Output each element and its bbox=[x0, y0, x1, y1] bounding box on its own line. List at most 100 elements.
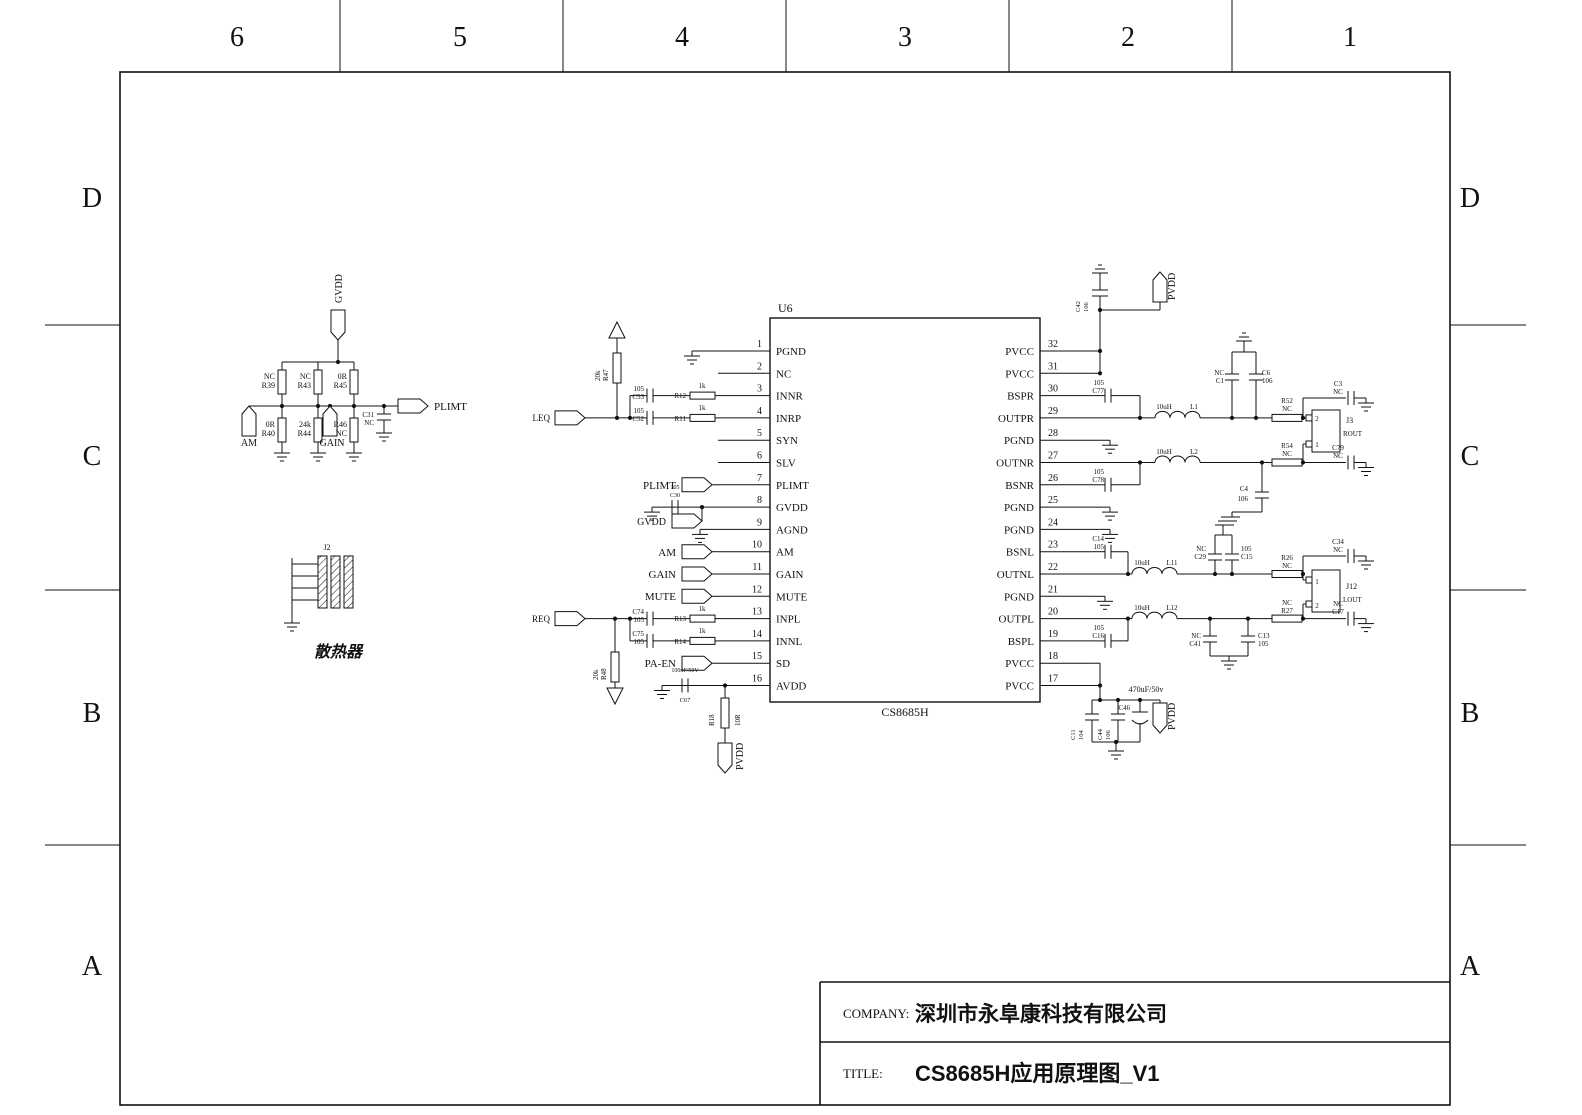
pin-name-outpl: OUTPL bbox=[999, 614, 1035, 626]
pin-number: 23 bbox=[1048, 540, 1058, 551]
schematic-label: C41 bbox=[1189, 640, 1201, 648]
pin-name-nc: NC bbox=[776, 368, 791, 380]
schematic-label: 470uF/50v bbox=[1129, 685, 1164, 694]
pin-number: 30 bbox=[1048, 384, 1058, 395]
pin-name-inrp: INRP bbox=[776, 413, 801, 425]
junction-dot bbox=[1137, 460, 1143, 465]
pin-name-pgnd: PGND bbox=[1004, 524, 1034, 536]
net-flag-icon bbox=[671, 513, 703, 529]
junction-dot bbox=[1097, 683, 1103, 688]
schematic-label: C42 bbox=[1075, 301, 1082, 312]
junction-dot bbox=[627, 616, 633, 621]
title-block: COMPANY: 深圳市永阜康科技有限公司 TITLE: CS8685H应用原理… bbox=[819, 981, 1450, 1105]
grid-column-label: 6 bbox=[230, 22, 244, 53]
schematic-label: 105 bbox=[1094, 543, 1105, 551]
component-body bbox=[612, 352, 622, 384]
junction-dot bbox=[279, 403, 285, 409]
junction-dot bbox=[1097, 348, 1103, 354]
schematic-label: NC bbox=[1282, 562, 1292, 570]
schematic-label: R12 bbox=[674, 392, 686, 400]
pin-number: 12 bbox=[752, 584, 762, 595]
component-body bbox=[1305, 414, 1313, 422]
schematic-label: C1 bbox=[1216, 377, 1225, 385]
component-body bbox=[1311, 409, 1341, 453]
junction-dot bbox=[1097, 307, 1103, 313]
schematic-label: 散热器 bbox=[314, 643, 364, 661]
schematic-label: NC bbox=[300, 372, 311, 381]
pin-number: 20 bbox=[1048, 607, 1058, 618]
schematic-label: C6 bbox=[1262, 369, 1271, 377]
pin-name-pvcc: PVCC bbox=[1005, 346, 1034, 358]
pin-name-outpr: OUTPR bbox=[998, 413, 1035, 425]
schematic-label: NC bbox=[1333, 452, 1343, 460]
schematic-label: NC bbox=[1196, 545, 1206, 553]
pin-name-avdd: AVDD bbox=[776, 681, 806, 693]
schematic-label: NC bbox=[264, 372, 275, 381]
schematic-label: NC bbox=[1333, 600, 1343, 608]
schematic-label: 10uH bbox=[1134, 604, 1150, 612]
schematic-label: R13 bbox=[674, 615, 686, 623]
pin-name-bsnl: BSNL bbox=[1006, 547, 1034, 559]
schematic-title: CS8685H应用原理图_V1 bbox=[915, 1061, 1160, 1086]
junction-dot bbox=[1300, 460, 1306, 465]
schematic-label: 105 bbox=[671, 485, 680, 491]
schematic-label: C34 bbox=[1332, 538, 1344, 546]
junction-dot bbox=[1137, 697, 1143, 703]
pin-number: 29 bbox=[1048, 406, 1058, 417]
schematic-label: 20k bbox=[594, 370, 602, 381]
junction-dot bbox=[1245, 616, 1251, 621]
net-label-mute: MUTE bbox=[645, 591, 676, 603]
schematic-label: C53 bbox=[632, 393, 644, 401]
grid-column-label: 3 bbox=[898, 22, 912, 53]
component-body bbox=[720, 697, 730, 729]
pin-name-plimt: PLIMT bbox=[776, 480, 809, 492]
grid-row-label: D bbox=[1460, 183, 1480, 214]
schematic-label: C30 bbox=[670, 493, 680, 499]
schematic-label: J3 bbox=[1346, 416, 1353, 425]
schematic-label: NC bbox=[1191, 632, 1201, 640]
net-label-plimt: PLIMT bbox=[434, 401, 467, 413]
junction-dot bbox=[1097, 697, 1103, 703]
schematic-label: 100nF/50V bbox=[671, 668, 699, 674]
schematic-label: 10uH bbox=[1156, 448, 1172, 456]
schematic-label: 1 bbox=[1315, 441, 1319, 449]
pin-number: 3 bbox=[757, 384, 762, 395]
pin-name-pgnd: PGND bbox=[1004, 591, 1034, 603]
schematic-label: LOUT bbox=[1343, 596, 1362, 604]
junction-dot bbox=[1229, 571, 1235, 577]
pin-number: 25 bbox=[1048, 495, 1058, 506]
heatsink-fin bbox=[330, 555, 341, 609]
net-flag-icon bbox=[681, 566, 713, 582]
pin-number: 14 bbox=[752, 629, 762, 640]
pin-name-innr: INNR bbox=[776, 391, 804, 403]
net-label-pvdd: PVDD bbox=[1167, 703, 1178, 730]
company-label: COMPANY: bbox=[843, 1006, 909, 1021]
schematic-label: J12 bbox=[1346, 582, 1357, 591]
junction-dot bbox=[1212, 571, 1218, 577]
grid-row-label: A bbox=[1460, 951, 1481, 982]
schematic-label: NC bbox=[364, 419, 374, 427]
grid-column-label: 1 bbox=[1343, 22, 1357, 53]
pin-number: 5 bbox=[757, 428, 762, 439]
pin-name-gvdd: GVDD bbox=[776, 502, 808, 514]
junction-dot bbox=[1253, 415, 1259, 420]
pin-number: 9 bbox=[757, 517, 762, 528]
pin-number: 4 bbox=[757, 406, 762, 417]
schematic-label: NC bbox=[1333, 388, 1343, 396]
junction-dot bbox=[335, 359, 341, 365]
schematic-label: C78 bbox=[1092, 476, 1104, 484]
schematic-label: 24k bbox=[299, 420, 311, 429]
grid-row-label: C bbox=[83, 441, 102, 472]
schematic-label: 20k bbox=[592, 669, 600, 680]
schematic-label: 105 bbox=[1094, 468, 1105, 476]
pin-number: 31 bbox=[1048, 361, 1058, 372]
pin-name-syn: SYN bbox=[776, 435, 798, 447]
schematic-label: 105 bbox=[634, 407, 645, 415]
junction-dot bbox=[1097, 371, 1103, 376]
schematic-label: C52 bbox=[632, 415, 644, 423]
schematic-label: 105 bbox=[1094, 624, 1105, 632]
net-flag-icon bbox=[681, 544, 713, 560]
title-label: TITLE: bbox=[843, 1066, 883, 1081]
schematic-label: 105 bbox=[1094, 379, 1105, 387]
heatsink-fin bbox=[343, 555, 354, 609]
